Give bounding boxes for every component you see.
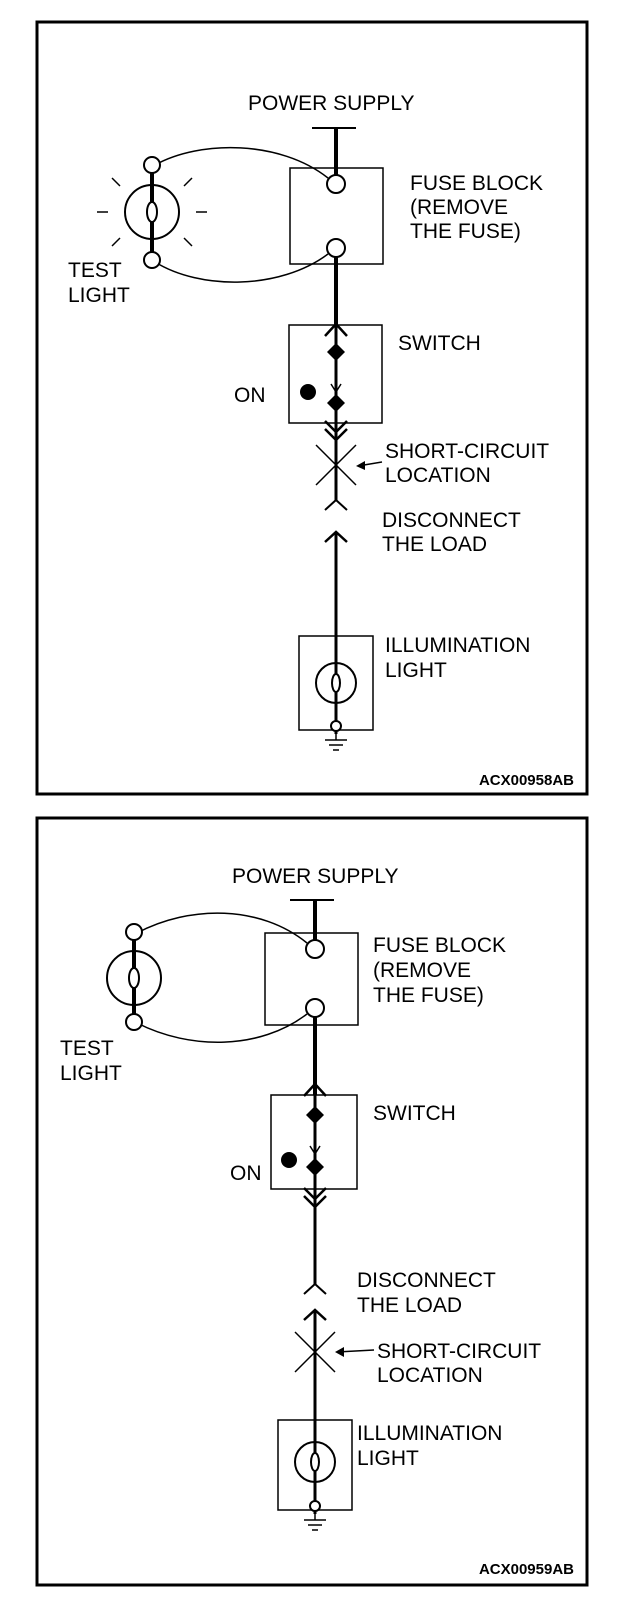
switch-contact-bottom: [327, 394, 345, 412]
short-circuit-label: SHORT-CIRCUIT: [377, 1340, 541, 1363]
fuse-terminal-bottom: [326, 238, 346, 258]
fuse-block-label: FUSE BLOCK: [373, 934, 506, 957]
short-circuit-label-line2: LOCATION: [377, 1364, 483, 1387]
panel-1: POWER SUPPLY FUSE BLOCK (REMOVE THE FUSE…: [35, 20, 589, 796]
illumination-filament: [331, 673, 341, 693]
test-lead-top: [136, 912, 308, 944]
ground-icon: [325, 731, 347, 751]
switch-label: SWITCH: [373, 1102, 456, 1125]
connector-switch-out-1: [303, 1187, 327, 1201]
short-circuit-arrow: [335, 1347, 344, 1357]
test-terminal-top: [125, 923, 143, 941]
panel-2: POWER SUPPLY FUSE BLOCK (REMOVE THE FUSE…: [35, 816, 589, 1587]
switch-arrow: [330, 383, 342, 394]
disconnect-label-line2: THE LOAD: [382, 533, 487, 556]
fuse-block-label-line3: THE FUSE): [410, 220, 521, 243]
fuse-block-label-line2: (REMOVE: [410, 196, 508, 219]
panel-2-frame: [35, 816, 589, 1587]
test-light-label-line2: LIGHT: [60, 1062, 122, 1085]
short-circuit-mark: [315, 444, 357, 486]
switch-contact-top: [327, 343, 345, 361]
figure-code: ACX00959AB: [479, 1561, 574, 1578]
illumination-terminal: [309, 1500, 321, 1512]
ground-icon: [304, 1511, 326, 1531]
test-light-label-line2: LIGHT: [68, 284, 130, 307]
illumination-terminal: [330, 720, 342, 732]
power-supply-label: POWER SUPPLY: [232, 865, 398, 888]
test-light-label: TEST: [60, 1037, 114, 1060]
switch-label: SWITCH: [398, 332, 481, 355]
switch-on-dot: [300, 384, 316, 400]
test-filament: [128, 967, 140, 989]
figure-code: ACX00958AB: [479, 772, 574, 789]
illumination-label-line2: LIGHT: [357, 1447, 419, 1470]
illumination-label: ILLUMINATION: [385, 634, 530, 657]
test-terminal-top: [143, 156, 161, 174]
test-light: [97, 146, 329, 283]
disconnect-label-line2: THE LOAD: [357, 1294, 462, 1317]
fuse-block: [264, 932, 359, 1026]
fuse-terminal-top: [305, 939, 325, 959]
test-lead-top: [154, 146, 329, 179]
illumination-filament: [310, 1452, 320, 1472]
test-light-label: TEST: [68, 259, 122, 282]
fuse-terminal-bottom: [305, 998, 325, 1018]
fuse-block-label-line2: (REMOVE: [373, 959, 471, 982]
short-circuit-arrow: [356, 461, 365, 470]
power-supply-label: POWER SUPPLY: [248, 92, 414, 115]
switch-contact-top: [306, 1106, 324, 1124]
fuse-block-label-line3: THE FUSE): [373, 984, 484, 1007]
disconnect-label: DISCONNECT: [382, 509, 521, 532]
connector-open-upper: [303, 1282, 327, 1295]
short-circuit-label-line2: LOCATION: [385, 464, 491, 487]
switch-on-dot: [281, 1152, 297, 1168]
short-circuit-label: SHORT-CIRCUIT: [385, 440, 549, 463]
disconnect-label: DISCONNECT: [357, 1269, 496, 1292]
test-terminal-bottom: [143, 251, 161, 269]
illumination-label: ILLUMINATION: [357, 1422, 502, 1445]
on-label: ON: [234, 384, 266, 407]
fuse-terminal-top: [326, 174, 346, 194]
short-circuit-mark: [294, 1331, 336, 1373]
fuse-block-label: FUSE BLOCK: [410, 172, 543, 195]
test-terminal-bottom: [125, 1013, 143, 1031]
test-lead-bottom: [136, 1013, 308, 1043]
panel-1-frame: [35, 20, 589, 796]
illumination-label-line2: LIGHT: [385, 659, 447, 682]
light-rays: [97, 177, 207, 247]
test-light: [106, 912, 308, 1043]
test-filament: [146, 201, 158, 223]
connector-open-upper: [324, 498, 348, 511]
test-lead-bottom: [154, 253, 329, 283]
connector-switch-out-1: [324, 420, 348, 434]
on-label: ON: [230, 1162, 262, 1185]
switch-arrow: [309, 1145, 321, 1156]
switch-contact-bottom: [306, 1158, 324, 1176]
